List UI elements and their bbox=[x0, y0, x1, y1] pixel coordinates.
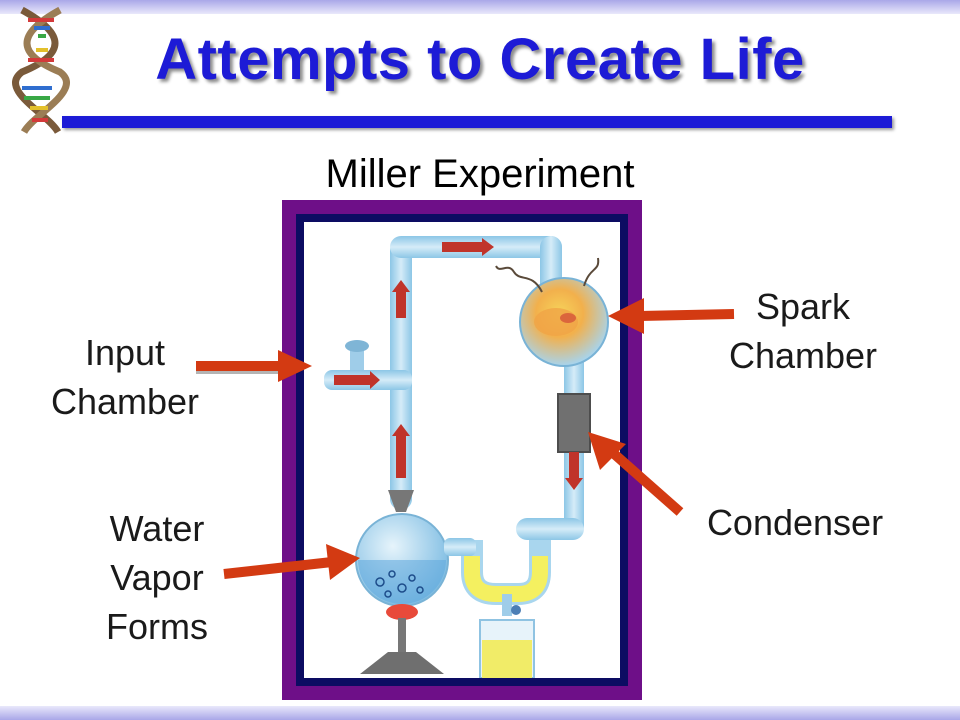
heat-source bbox=[386, 604, 418, 620]
bubbles bbox=[375, 570, 424, 598]
label-line: Vapor bbox=[110, 557, 204, 598]
condenser-jacket bbox=[557, 393, 591, 453]
label-line: Condenser bbox=[706, 502, 884, 543]
arrow-to-condenser bbox=[588, 432, 684, 516]
burner-stem bbox=[398, 618, 406, 654]
burner-base bbox=[360, 652, 444, 674]
bottom-right-tube bbox=[516, 518, 584, 540]
slide-bottom-edge bbox=[0, 706, 960, 720]
flask-neck-funnel bbox=[388, 490, 414, 512]
electrode-right bbox=[583, 257, 600, 287]
miller-apparatus-illustration bbox=[324, 236, 609, 678]
label-spark-chamber: Spark Chamber bbox=[708, 282, 898, 380]
label-line: Input bbox=[84, 332, 166, 373]
boiling-water bbox=[358, 560, 446, 604]
diagram-frame bbox=[282, 200, 642, 700]
diagram-frame-inner bbox=[296, 214, 628, 686]
arrow-to-spark-chamber bbox=[608, 298, 735, 334]
slide-subtitle: Miller Experiment bbox=[325, 152, 635, 196]
label-input-chamber: Input Chamber bbox=[30, 328, 220, 426]
label-line: Forms bbox=[106, 606, 208, 647]
label-condenser: Condenser bbox=[680, 498, 910, 547]
diagram-paper bbox=[304, 222, 620, 678]
input-stopcock bbox=[350, 348, 364, 370]
beaker-liquid bbox=[482, 640, 532, 678]
label-line: Water bbox=[109, 508, 205, 549]
label-line: Spark bbox=[755, 286, 851, 327]
electrode-left bbox=[495, 265, 543, 293]
flow-arrows bbox=[334, 238, 583, 490]
label-line: Chamber bbox=[728, 335, 878, 376]
label-line: Chamber bbox=[50, 381, 200, 422]
arrow-to-water-flask bbox=[223, 544, 360, 580]
slide-title: Attempts to Create Life bbox=[155, 27, 805, 92]
dna-helix-icon bbox=[12, 6, 70, 134]
title-underline bbox=[62, 116, 892, 128]
label-water-vapor: Water Vapor Forms bbox=[62, 504, 252, 651]
slide-top-edge bbox=[0, 0, 960, 14]
arrow-to-input-chamber bbox=[196, 350, 312, 382]
